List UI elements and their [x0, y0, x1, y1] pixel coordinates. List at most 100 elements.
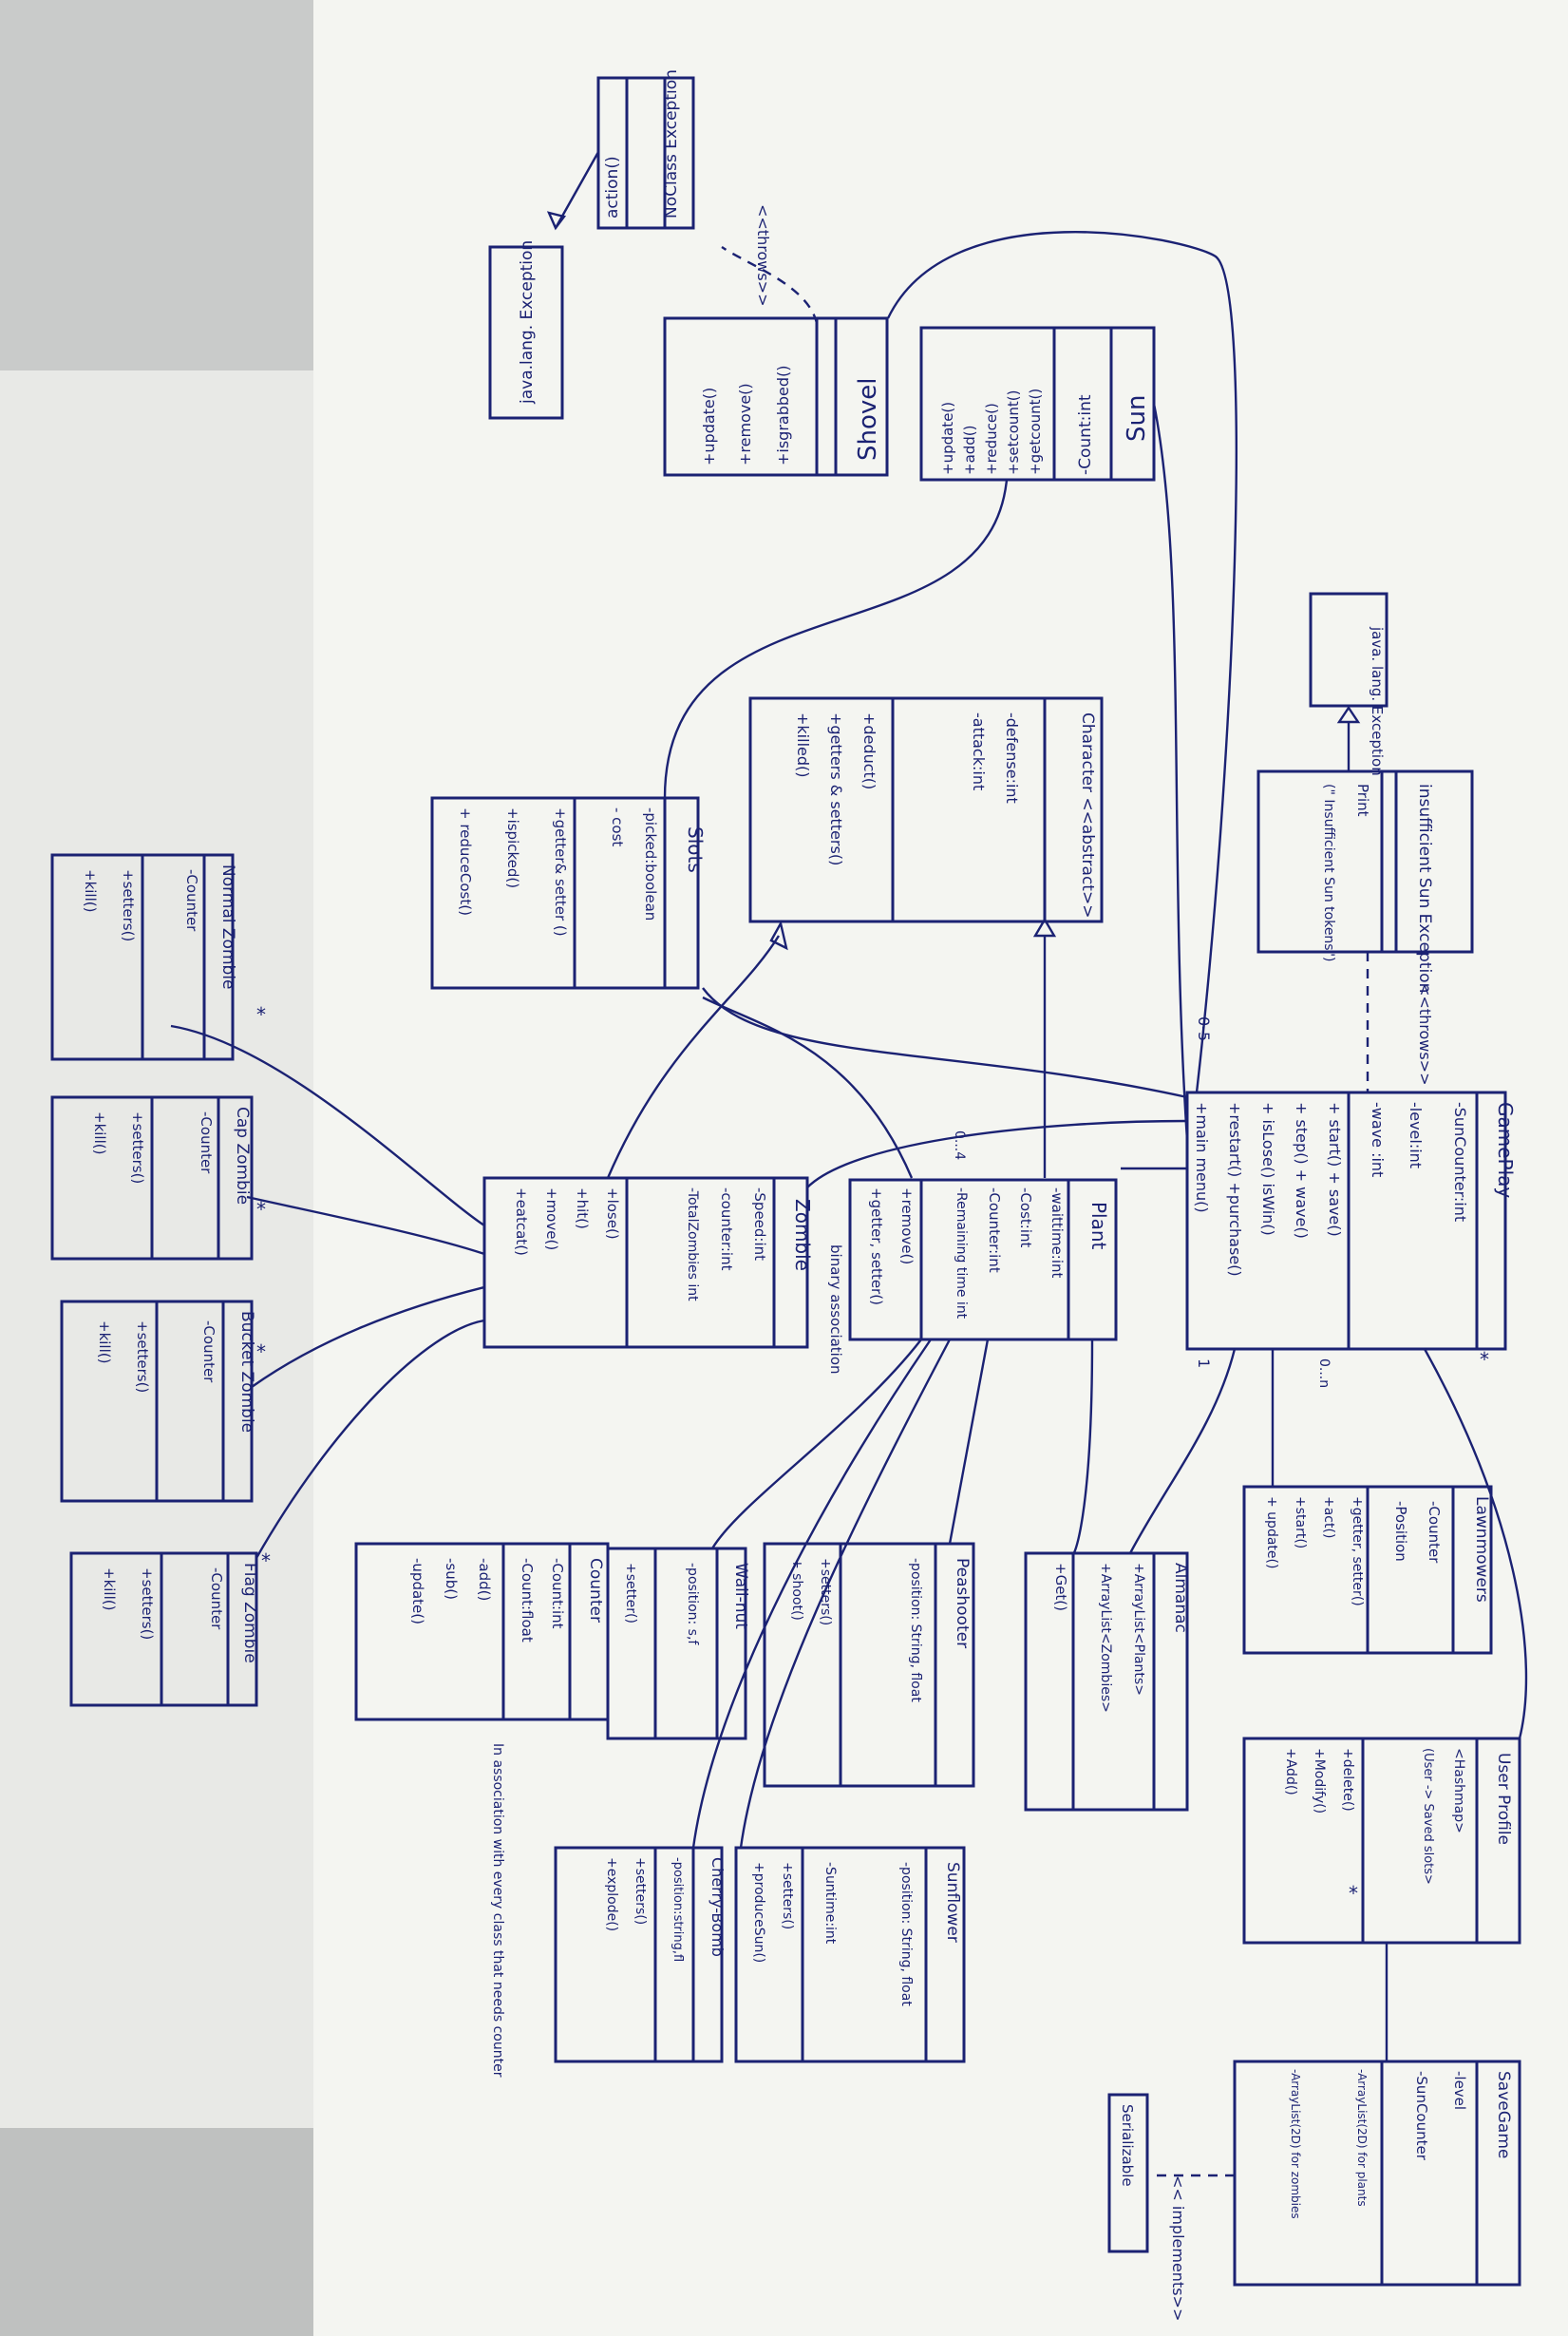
- bucket-zombie-title: Bucket Zombie: [237, 1311, 256, 1433]
- java-lang-exception-top-title: java.lang. Exception: [518, 240, 537, 405]
- normal-zombie-member-1: +setters(): [120, 869, 137, 941]
- java-lang-exception-top-class: java.lang. Exception: [488, 240, 564, 420]
- cherry-bomb-member-1: +setters(): [633, 1857, 648, 1925]
- user-profile-class: User Profile <Hashmap> (User -> Saved sl…: [1242, 1737, 1521, 1945]
- bucket-zombie-member-0: -Counter: [200, 1320, 217, 1383]
- gameplay-userprofile-association: [1423, 1348, 1528, 1739]
- savegame-member-0: -level: [1451, 2071, 1468, 2110]
- slots-title: Slots: [684, 826, 707, 873]
- savegame-member-3: -ArrayList(2D) for zombies: [1289, 2069, 1302, 2219]
- user-profile-member-1: (User -> Saved slots>: [1421, 1748, 1435, 1885]
- serializable-title: Serializable: [1119, 2104, 1136, 2187]
- slots-member-4: + reduceCost(): [457, 807, 474, 916]
- plant-member-5: +getter, setter(): [868, 1187, 885, 1305]
- sunflower-member-1: -Suntime:int: [822, 1862, 838, 1945]
- zombie-member-3: +lose(): [604, 1187, 621, 1240]
- cap-zombie-class: Cap Zombie -Counter +setters() +kill(): [50, 1095, 254, 1261]
- slots-member-0: -picked:boolean: [642, 807, 659, 921]
- sun-class: Sun -Count:int +getcount() +setcount() +…: [919, 326, 1156, 482]
- plant-member-3: -Remaining time int: [954, 1187, 969, 1320]
- almanac-class: Almanac +ArrayList<Plants> +ArrayList<Zo…: [1024, 1551, 1190, 1812]
- gameplay-slots-association: [702, 987, 1188, 1099]
- character-member-1: -attack:int: [970, 712, 988, 790]
- flag-zombie-member-1: +setters(): [139, 1567, 156, 1640]
- almanac-title: Almanac: [1171, 1563, 1190, 1633]
- inherit-bucket-zombie: [251, 1285, 485, 1388]
- inherit-peashooter: [948, 1339, 990, 1545]
- zombie-member-5: +move(): [543, 1187, 560, 1250]
- user-profile-title: User Profile: [1494, 1753, 1513, 1845]
- peashooter-member-0: -position: String, float: [908, 1558, 923, 1702]
- insufficient-sun-exception-member-1: (" Insufficient Sun tokens"): [1321, 784, 1336, 962]
- almanac-member-2: +Get(): [1052, 1563, 1069, 1611]
- gameplay-member-6: +restart() +purchase(): [1226, 1102, 1244, 1277]
- flag-zombie-class: Flag Zombie -Counter +setters() +kill(): [69, 1551, 259, 1707]
- normal-zombie-title: Normal Zombie: [218, 864, 237, 990]
- gameplay-sun-association: [1152, 403, 1189, 1141]
- counter-note: In association with every class that nee…: [490, 1743, 505, 2078]
- character-class: Character <<abstract>> -defense:int -att…: [748, 696, 1104, 923]
- inherit-cap-zombie: [246, 1195, 485, 1256]
- sun-member-5: +update(): [939, 402, 956, 475]
- implements-label: << implements>>: [1169, 2175, 1187, 2321]
- cherry-bomb-member-0: -position:string,fl: [671, 1857, 685, 1962]
- zombie-member-1: -counter:int: [718, 1187, 735, 1271]
- gameplay-zombie-association: [806, 1119, 1188, 1188]
- throws-top-label: <<throws>>: [754, 204, 772, 306]
- wall-nut-class: Wall-nut -position: s,f +setter(): [606, 1547, 750, 1740]
- lawnmowers-member-3: +act(): [1321, 1496, 1336, 1538]
- counter-member-1: -Count:float: [519, 1558, 536, 1643]
- inherit-zombie-character: [606, 935, 781, 1179]
- multiplicity-1: 1: [1195, 1358, 1213, 1368]
- cherry-bomb-member-2: +explode(): [604, 1857, 619, 1931]
- no-class-exception-member: action(): [603, 156, 622, 218]
- character-member-4: +killed(): [794, 712, 812, 778]
- sun-member-2: +setcount(): [1005, 389, 1022, 475]
- gameplay-member-3: + start() + save(): [1326, 1102, 1344, 1237]
- sunflower-member-0: -position: String, float: [898, 1862, 914, 2006]
- normal-zombie-class: Normal Zombie -Counter +setters() +kill(…: [50, 853, 237, 1061]
- insufficient-sun-exception-member-0: Print: [1354, 784, 1371, 817]
- user-profile-member-4: +Add(): [1283, 1748, 1298, 1795]
- plant-member-0: -waittime:int: [1048, 1187, 1066, 1279]
- insufficient-sun-exception-title: insufficient Sun Exception: [1415, 784, 1434, 993]
- flag-zombie-title: Flag Zombie: [240, 1563, 259, 1663]
- gameplay-member-4: + step() + wave(): [1293, 1102, 1311, 1239]
- paper-shadow-left: [0, 0, 313, 370]
- character-member-2: +deduct(): [860, 712, 878, 789]
- plant-class: Plant -waittime:int -Cost:int -Counter:i…: [848, 1178, 1118, 1341]
- sun-member-0: -Count:int: [1076, 394, 1095, 475]
- character-member-0: -defense:int: [1003, 712, 1021, 804]
- sun-slots-association: [663, 479, 1009, 799]
- java-lang-exception-right-title: java. lang. Exception: [1369, 626, 1386, 776]
- flag-zombie-member-0: -Counter: [208, 1567, 225, 1630]
- zombie-member-2: -TotalZombies int: [685, 1187, 700, 1301]
- gameplay-member-1: -level:int: [1407, 1102, 1425, 1168]
- sun-member-1: +getcount(): [1027, 389, 1044, 475]
- lawnmowers-title: Lawnmowers: [1472, 1496, 1491, 1603]
- character-member-3: +getters & setters(): [827, 712, 845, 865]
- wall-nut-member-0: -position: s,f: [685, 1563, 700, 1645]
- bucket-zombie-member-1: +setters(): [134, 1320, 151, 1393]
- cap-zombie-title: Cap Zombie: [233, 1107, 252, 1205]
- gameplay-member-0: -SunCounter:int: [1451, 1102, 1469, 1222]
- slots-member-1: - cost: [609, 807, 626, 846]
- plant-member-1: -Cost:int: [1017, 1187, 1034, 1247]
- inherit-cherry-bomb: [691, 1339, 932, 1849]
- throws-right-label: <<throws>>: [1416, 983, 1434, 1085]
- multiplicity-star-userprofile: *: [1349, 1882, 1358, 1905]
- multiplicity-0-n: 0...n: [1316, 1358, 1332, 1388]
- inherit-wall-nut: [710, 1339, 922, 1549]
- almanac-member-0: +ArrayList<Plants>: [1131, 1563, 1146, 1696]
- zombie-title: Zombie: [791, 1199, 814, 1271]
- plant-slots-association: [702, 996, 914, 1179]
- multiplicity-star-normal: *: [256, 1003, 266, 1026]
- inherit-flag-zombie: [255, 1319, 485, 1559]
- zombie-member-6: +eatcat(): [513, 1187, 530, 1256]
- inherit-sunflower: [739, 1339, 952, 1849]
- wall-nut-title: Wall-nut: [731, 1563, 750, 1629]
- savegame-member-1: -SunCounter: [1413, 2071, 1430, 2161]
- cap-zombie-member-1: +setters(): [129, 1111, 146, 1184]
